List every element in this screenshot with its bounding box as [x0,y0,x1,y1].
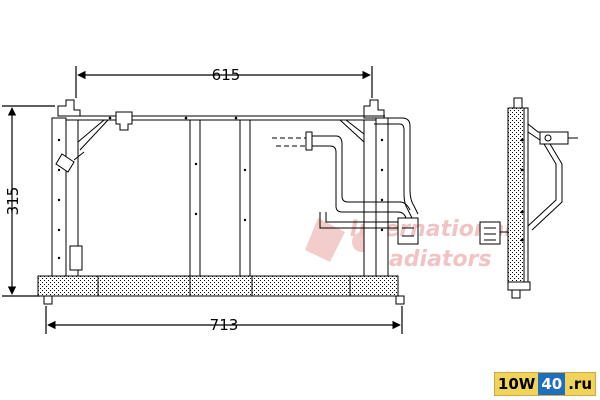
right-brace [345,119,365,135]
center-clip [115,111,133,131]
separator-1 [189,119,201,277]
left-lower-bracket [69,245,83,271]
side-core [507,107,525,285]
bottom-rail [37,275,399,297]
condenser-front-view [37,99,405,305]
watermark-line2: Radiators [372,247,492,272]
bottom-width-label: 713 [210,316,239,334]
top-dimension [75,66,373,98]
bottom-left-peg [43,295,53,305]
side-fitting [539,131,569,145]
top-width-label: 615 [212,66,241,84]
right-tank [363,119,377,277]
top-left-tab [57,99,81,117]
height-label: 315 [4,187,22,216]
left-brace [77,119,105,143]
height-dimension [2,105,55,297]
bottom-dimension [45,306,403,334]
side-top-tab [513,97,523,109]
side-bottom-peg [511,289,521,299]
logo-part-40: 40 [538,373,566,395]
refrigerant-pipes [272,117,508,245]
outlet-fitting [479,221,501,245]
pressure-switch [55,153,75,173]
logo-part-ru: .ru [565,373,595,395]
top-right-tab [363,99,385,119]
rail-rivets [57,116,384,260]
separator-2 [239,119,251,277]
right-tank-outer [375,117,389,277]
left-tank [51,117,67,277]
logo-part-10w: 10W [494,373,539,395]
condenser-side-view [507,97,578,299]
side-bottom-bracket [507,281,531,291]
site-logo: 10W 40 .ru [493,372,596,396]
bottom-right-peg [395,295,405,305]
